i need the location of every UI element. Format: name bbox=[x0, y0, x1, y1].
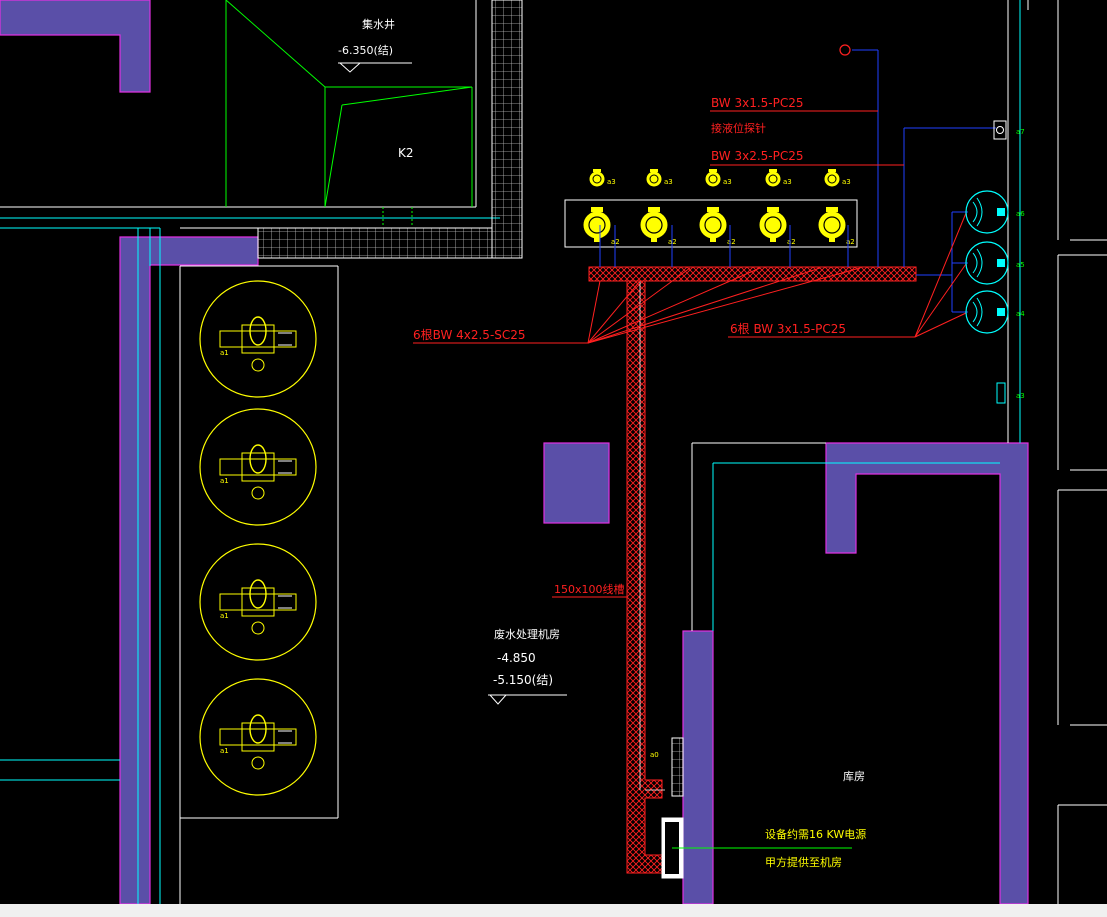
pump-tag: a3 bbox=[664, 178, 673, 186]
cable-tray-horizontal bbox=[588, 266, 917, 282]
room-level-2: -5.150(结) bbox=[493, 673, 553, 687]
fan-units: a1 a1 a1 a1 bbox=[199, 280, 317, 796]
sump-pit bbox=[225, 0, 473, 225]
small-tag: a0 bbox=[650, 751, 659, 759]
fan-tag-right: a4 bbox=[1016, 310, 1025, 318]
exhaust-fan-icon: a4 bbox=[965, 290, 1025, 334]
cyan-lines bbox=[0, 0, 1021, 904]
blue-wiring bbox=[599, 49, 996, 313]
fan-unit-icon: a1 bbox=[199, 678, 317, 796]
level-probe-icon bbox=[839, 44, 851, 56]
sump-label: 集水井 bbox=[362, 17, 395, 31]
pump-tag-lower: a2 bbox=[727, 238, 736, 246]
power-note-2: 甲方提供至机房 bbox=[765, 855, 842, 869]
pump-unit-icon: a3 a2 bbox=[818, 169, 855, 246]
socket-box bbox=[993, 120, 1007, 140]
level-marker-sump bbox=[338, 62, 412, 73]
switch-tag: a3 bbox=[1016, 392, 1025, 400]
storage-room-label: 库房 bbox=[843, 770, 865, 783]
pump-tag-lower: a2 bbox=[846, 238, 855, 246]
power-note-1: 设备约需16 KW电源 bbox=[765, 827, 866, 841]
exhaust-fan-icon: a5 bbox=[965, 241, 1025, 285]
wall-left-vertical bbox=[119, 236, 259, 905]
fan-unit-icon: a1 bbox=[199, 280, 317, 398]
wall-right-room bbox=[825, 442, 1029, 905]
fan-tag: a1 bbox=[220, 477, 229, 485]
stair-strip-horizontal bbox=[257, 227, 493, 259]
column-block bbox=[543, 442, 610, 524]
k2-label: K2 bbox=[398, 146, 414, 160]
cable-tray-vertical bbox=[626, 280, 663, 874]
socket-tag: a7 bbox=[1016, 128, 1025, 136]
circuit-3-label: 6根BW 4x2.5-SC25 bbox=[413, 328, 526, 342]
tray-label: 150x100线槽 bbox=[554, 582, 625, 596]
stair-strip-vertical bbox=[491, 0, 523, 259]
pump-tag: a3 bbox=[607, 178, 616, 186]
circuit-2-label: BW 3x2.5-PC25 bbox=[711, 149, 804, 163]
status-bar bbox=[0, 904, 1107, 917]
fan-tag-right: a6 bbox=[1016, 210, 1025, 218]
circuit-1-note: 接液位探针 bbox=[711, 121, 766, 135]
pump-tag: a3 bbox=[723, 178, 732, 186]
level-marker-room bbox=[488, 694, 567, 705]
switch-box bbox=[996, 382, 1006, 404]
room-level-1: -4.850 bbox=[497, 651, 536, 665]
fan-unit-icon: a1 bbox=[199, 543, 317, 661]
fan-tag: a1 bbox=[220, 349, 229, 357]
red-leaders bbox=[413, 110, 967, 598]
fan-tag: a1 bbox=[220, 747, 229, 755]
cable-tray bbox=[588, 266, 917, 874]
wall-top-left bbox=[0, 0, 151, 93]
pump-tag: a3 bbox=[783, 178, 792, 186]
fan-unit-icon: a1 bbox=[199, 408, 317, 526]
room-name: 废水处理机房 bbox=[494, 627, 560, 641]
pump-unit-icon: a3 a2 bbox=[759, 169, 796, 246]
sump-level: -6.350(结) bbox=[338, 44, 393, 57]
right-equipment: a6 a5 a4 a7 a3 bbox=[965, 120, 1025, 404]
pump-group-frame bbox=[564, 199, 858, 248]
switch-panel bbox=[661, 737, 852, 879]
wall-door-jamb bbox=[682, 630, 714, 905]
pump-tag-lower: a2 bbox=[787, 238, 796, 246]
fan-tag: a1 bbox=[220, 612, 229, 620]
fan-tag-right: a5 bbox=[1016, 261, 1025, 269]
circuit-1-label: BW 3x1.5-PC25 bbox=[711, 96, 804, 110]
exhaust-fan-icon: a6 bbox=[965, 190, 1025, 234]
pump-unit-icon: a3 a2 bbox=[699, 169, 736, 246]
pump-tag: a3 bbox=[842, 178, 851, 186]
circuit-4-label: 6根 BW 3x1.5-PC25 bbox=[730, 322, 846, 336]
